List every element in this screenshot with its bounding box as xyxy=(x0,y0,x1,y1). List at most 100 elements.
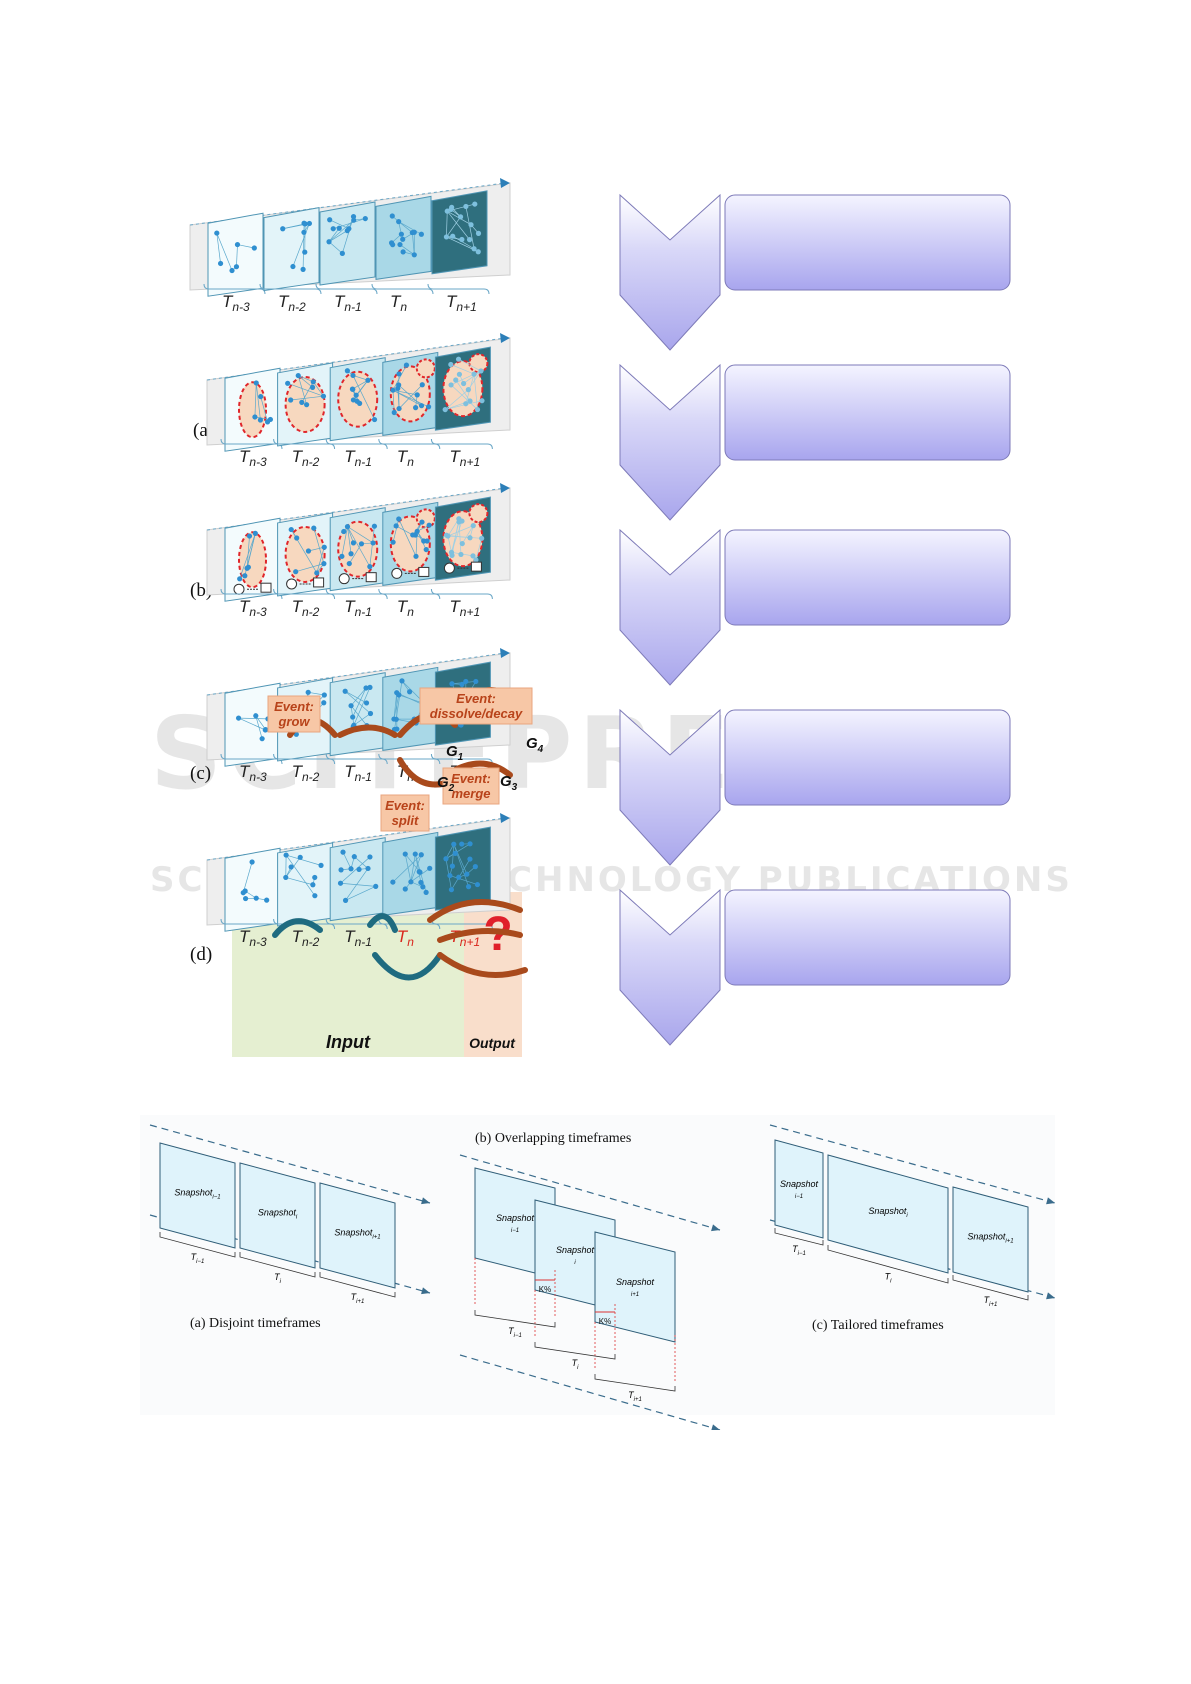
timeframe-tailored-1-label: Ti xyxy=(885,1272,893,1285)
timeframe-disjoint-0 xyxy=(159,1232,236,1258)
graph-edge xyxy=(237,244,255,249)
snapshot-disjoint-0 xyxy=(159,1142,236,1249)
timeframe-brace xyxy=(273,588,336,600)
graph-edge xyxy=(238,717,268,720)
timeframe-brace xyxy=(378,438,441,450)
graph-node xyxy=(312,893,318,899)
timeline-top-c xyxy=(769,1124,1056,1204)
event-dissolve-box-text: dissolve/decay xyxy=(430,706,523,721)
graph-edge xyxy=(216,232,233,271)
graph-edge xyxy=(352,687,367,718)
graph-edge xyxy=(352,379,369,390)
graph-edge xyxy=(347,526,374,544)
chevron-down-icon xyxy=(619,193,721,351)
graph-edge xyxy=(461,525,474,544)
timeframe-label: Tn-3 xyxy=(239,447,267,469)
time-axis-arrow xyxy=(500,813,510,823)
graph-node xyxy=(420,884,426,890)
graph-node xyxy=(455,356,462,362)
snapshot-disjoint-2 xyxy=(319,1182,396,1289)
graph-node xyxy=(426,522,432,528)
graph-node xyxy=(350,540,357,546)
input-label: Input xyxy=(326,1032,371,1052)
graph-edge xyxy=(308,691,325,696)
graph-edge xyxy=(445,844,455,859)
search-icon xyxy=(443,562,455,574)
timeframe-label: Tn+1 xyxy=(449,597,480,619)
timeframe-brace xyxy=(220,588,283,600)
evolution-arrow xyxy=(427,899,523,923)
time-axis-top xyxy=(189,182,506,226)
snapshot-tailored-0 xyxy=(774,1139,824,1239)
graph-node xyxy=(302,249,308,255)
graph-edge xyxy=(316,547,325,574)
snapshot-panel xyxy=(319,201,376,286)
timeframe-label: Tn xyxy=(390,292,407,314)
graph-node xyxy=(419,519,425,525)
search-icon xyxy=(286,578,298,590)
graph-edge xyxy=(238,717,266,731)
graph-node xyxy=(240,890,246,896)
graph-node xyxy=(288,397,294,403)
event-grow-box-text: grow xyxy=(277,714,310,729)
graph-node xyxy=(396,219,402,225)
graph-edge xyxy=(285,877,313,886)
graph-edge xyxy=(290,395,324,401)
graph-node xyxy=(233,264,240,270)
caption-tailored: (c) Tailored timeframes xyxy=(812,1318,944,1333)
graph-node xyxy=(295,372,301,379)
graph-edge xyxy=(352,687,371,727)
graph-edge xyxy=(328,230,348,243)
graph-node xyxy=(344,524,351,530)
graph-node xyxy=(408,879,414,885)
event-annotations: Event:growEvent:dissolve/decayEvent:spli… xyxy=(267,687,544,832)
timeframe-brace xyxy=(325,438,388,450)
graph-node xyxy=(290,263,296,270)
graph-node xyxy=(262,727,268,733)
snapshot-panel xyxy=(207,212,264,297)
snapshot-overlap-2-label: Snapshot xyxy=(616,1277,655,1287)
graph-node xyxy=(400,249,406,255)
snapshot-tailored-2 xyxy=(952,1186,1029,1293)
snapshot-disjoint-1 xyxy=(239,1162,316,1269)
graph-node xyxy=(283,852,289,858)
evolution-arrow xyxy=(367,913,398,933)
graph-edge xyxy=(450,364,475,375)
graph-node xyxy=(396,405,402,412)
graph-edge xyxy=(344,690,371,714)
timeframe-brace xyxy=(378,753,441,765)
graph-edge xyxy=(398,221,413,233)
graph-node xyxy=(390,387,396,393)
graph-node xyxy=(459,236,465,243)
output-label: Output xyxy=(469,1035,516,1051)
snapshot-tailored-2-label: Snapshoti+1 xyxy=(967,1232,1013,1245)
timeframe-brace xyxy=(273,753,336,765)
graph-node xyxy=(475,249,481,255)
graph-node xyxy=(402,886,408,892)
timeframe-brace xyxy=(430,588,493,600)
time-axis-arrow xyxy=(500,178,510,188)
chevron-down-icon xyxy=(619,888,721,1046)
graph-node xyxy=(280,226,286,232)
graph-node xyxy=(300,266,306,272)
graph-edge xyxy=(397,388,400,409)
timeframe-label: Tn xyxy=(397,447,414,469)
graph-node xyxy=(443,234,450,240)
graph-node xyxy=(463,401,469,407)
graph-node xyxy=(297,854,303,860)
graph-edge xyxy=(398,384,423,409)
graph-node xyxy=(449,863,455,869)
graph-edge xyxy=(392,364,407,391)
timeframe-label: Tn-3 xyxy=(239,927,267,949)
graph-node xyxy=(318,862,324,868)
graph-node xyxy=(253,895,259,901)
flow-step-4 xyxy=(619,888,1011,1046)
graph-node xyxy=(339,250,345,256)
row-label-c: (c) xyxy=(190,763,212,784)
event-grow-box xyxy=(267,695,321,733)
graph-node xyxy=(363,685,369,691)
graph-node xyxy=(340,849,346,855)
graph-edge xyxy=(392,518,400,543)
graph-node xyxy=(413,405,419,411)
